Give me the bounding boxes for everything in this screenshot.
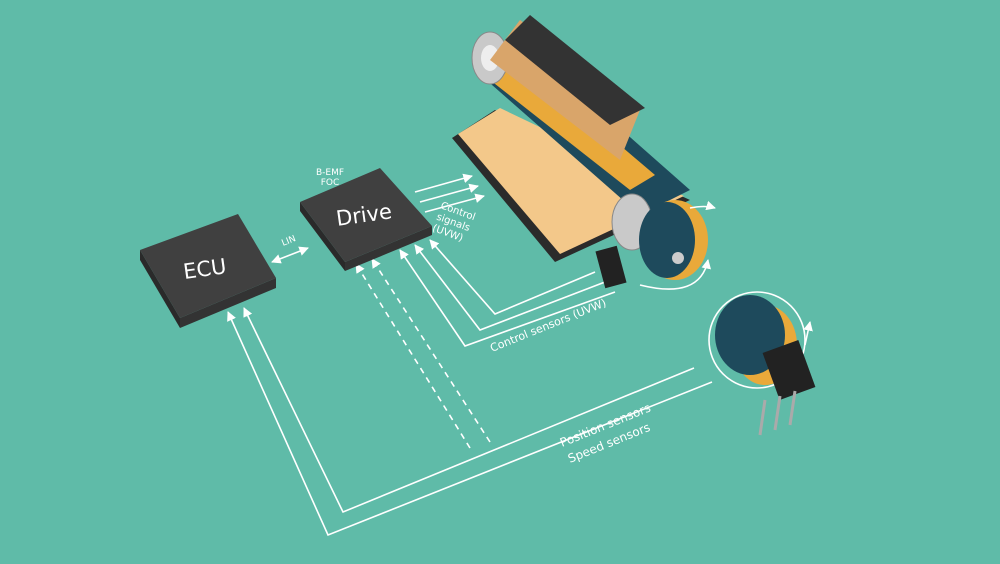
bemf-label: B-EMF bbox=[316, 168, 344, 178]
control-sensor-lines bbox=[399, 239, 616, 347]
position-sensor-illustration bbox=[708, 291, 816, 436]
motor-illustration bbox=[452, 15, 716, 290]
control-sensors-label: Control sensors (UVW) bbox=[488, 296, 608, 354]
lin-label: LIN bbox=[280, 234, 297, 249]
drive-dashed-lines bbox=[355, 258, 491, 449]
ecu-label: ECU bbox=[182, 254, 228, 284]
foc-label: FOC bbox=[321, 178, 340, 188]
lin-arrow bbox=[271, 246, 309, 264]
control-signal-arrows bbox=[414, 173, 485, 213]
drive-chip bbox=[300, 168, 432, 271]
control-signals-label: Control signals (UVW) bbox=[431, 200, 477, 244]
ecu-sensor-lines bbox=[227, 307, 713, 537]
ecu-chip bbox=[140, 214, 276, 328]
